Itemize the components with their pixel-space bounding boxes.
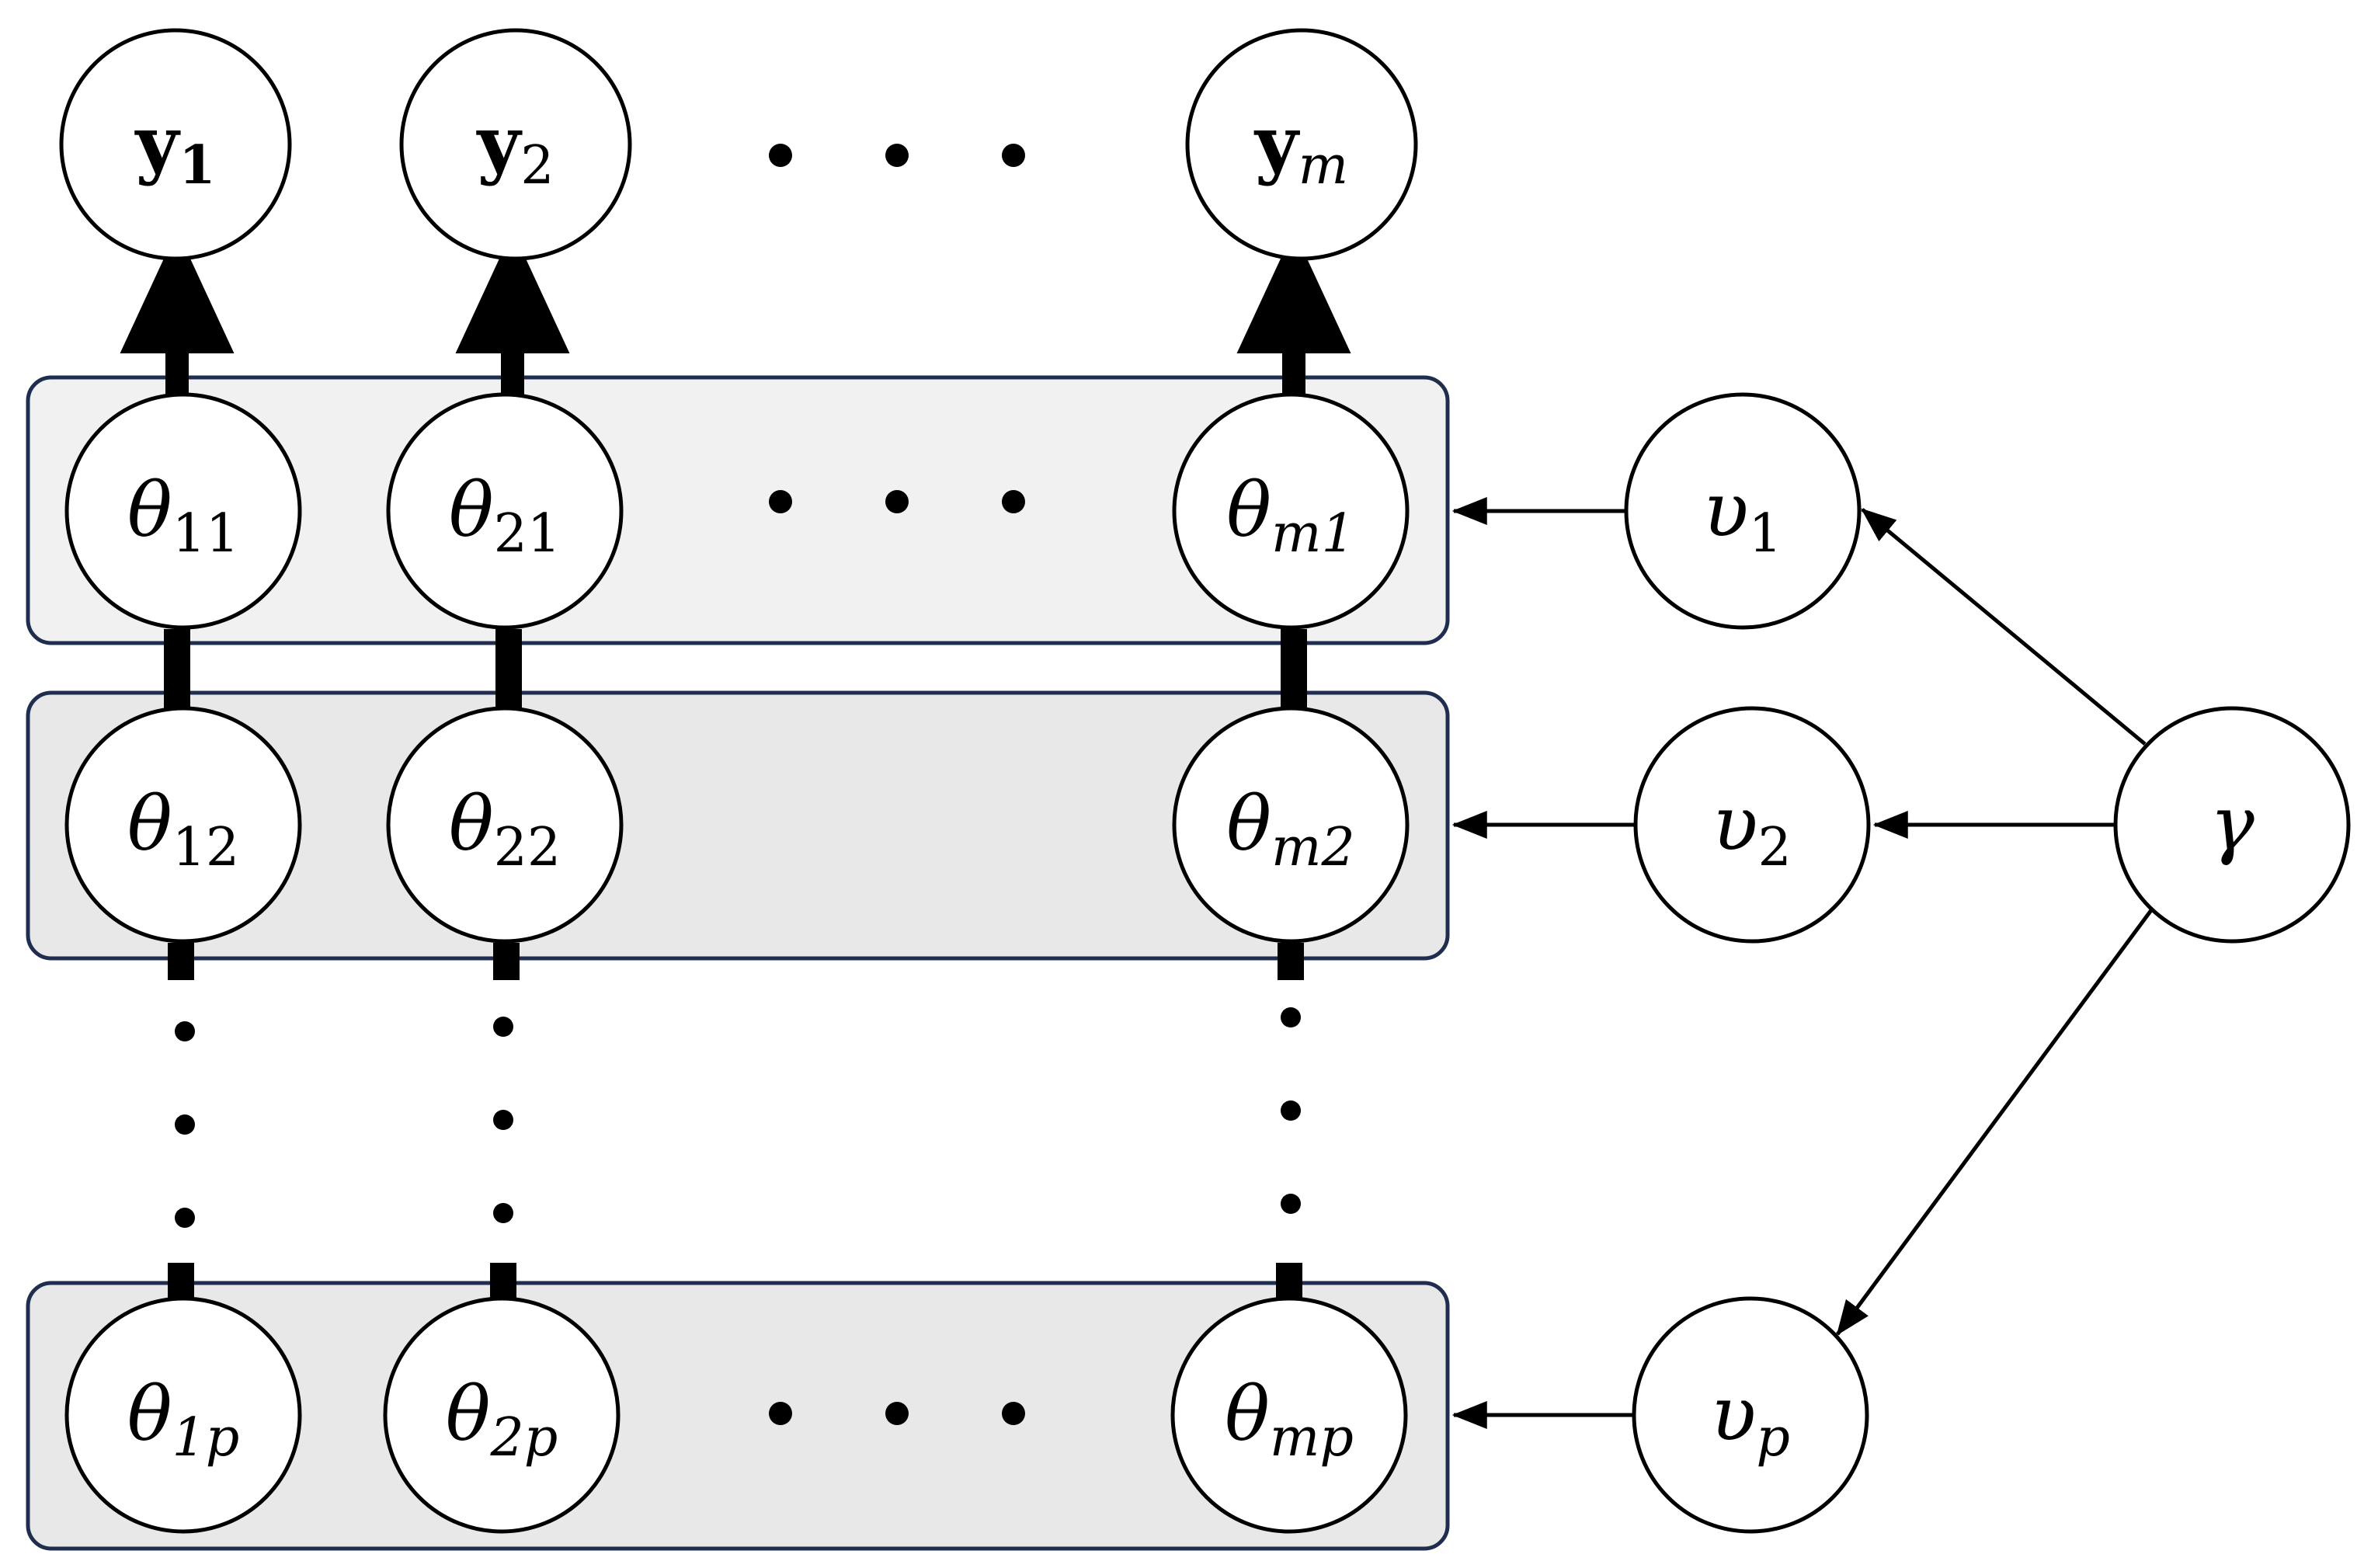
horizontal-ellipsis (769, 144, 1025, 1425)
nodes (59, 28, 2351, 1534)
label-theta-1p: θ1p (127, 1371, 240, 1469)
row-box-p (26, 1281, 1450, 1551)
label-y2: y2 (475, 99, 554, 196)
node-upsilon-1 (1624, 392, 1862, 630)
label-theta-m1: θm1 (1226, 467, 1355, 565)
label-upsilon-1: υ1 (1703, 467, 1782, 565)
node-theta-mp (1170, 1296, 1408, 1534)
node-y1 (59, 28, 292, 261)
node-theta-m1 (1172, 392, 1410, 630)
labels: y1 y2 ym θ11 θ21 θm1 θ12 θ22 θm2 θ1p θ2p… (127, 99, 2255, 1469)
label-theta-m2: θm2 (1226, 781, 1355, 878)
label-theta-12: θ12 (127, 781, 239, 878)
label-gamma: γ (2209, 781, 2254, 867)
node-theta-2p (383, 1296, 621, 1534)
vertical-ellipsis (175, 1007, 1301, 1228)
label-ym: ym (1253, 99, 1348, 196)
label-theta-21: θ21 (449, 467, 561, 565)
node-theta-m2 (1172, 706, 1410, 944)
node-upsilon-p (1632, 1296, 1869, 1534)
node-upsilon-2 (1633, 706, 1871, 944)
label-upsilon-p: υp (1711, 1371, 1790, 1469)
node-gamma (2113, 706, 2351, 944)
node-theta-11 (64, 392, 302, 630)
observation-arrows (120, 230, 1351, 395)
node-theta-22 (386, 706, 624, 944)
node-theta-12 (64, 706, 302, 944)
vertical-connectors (164, 629, 1307, 1299)
label-theta-mp: θmp (1225, 1371, 1354, 1469)
label-upsilon-2: υ2 (1712, 781, 1792, 878)
node-ym (1185, 28, 1418, 261)
gamma-to-upsilon-arrows (1835, 508, 2154, 1336)
node-theta-21 (386, 392, 624, 630)
node-y2 (399, 28, 632, 261)
node-theta-1p (64, 1296, 302, 1534)
label-theta-22: θ22 (449, 781, 561, 878)
row-box-2 (26, 690, 1450, 961)
row-box-1 (26, 375, 1450, 645)
label-y1: y1 (134, 99, 215, 196)
label-theta-2p: θ2p (446, 1371, 558, 1469)
label-theta-11: θ11 (127, 467, 239, 565)
upsilon-to-row-arrows (1451, 497, 1636, 1429)
